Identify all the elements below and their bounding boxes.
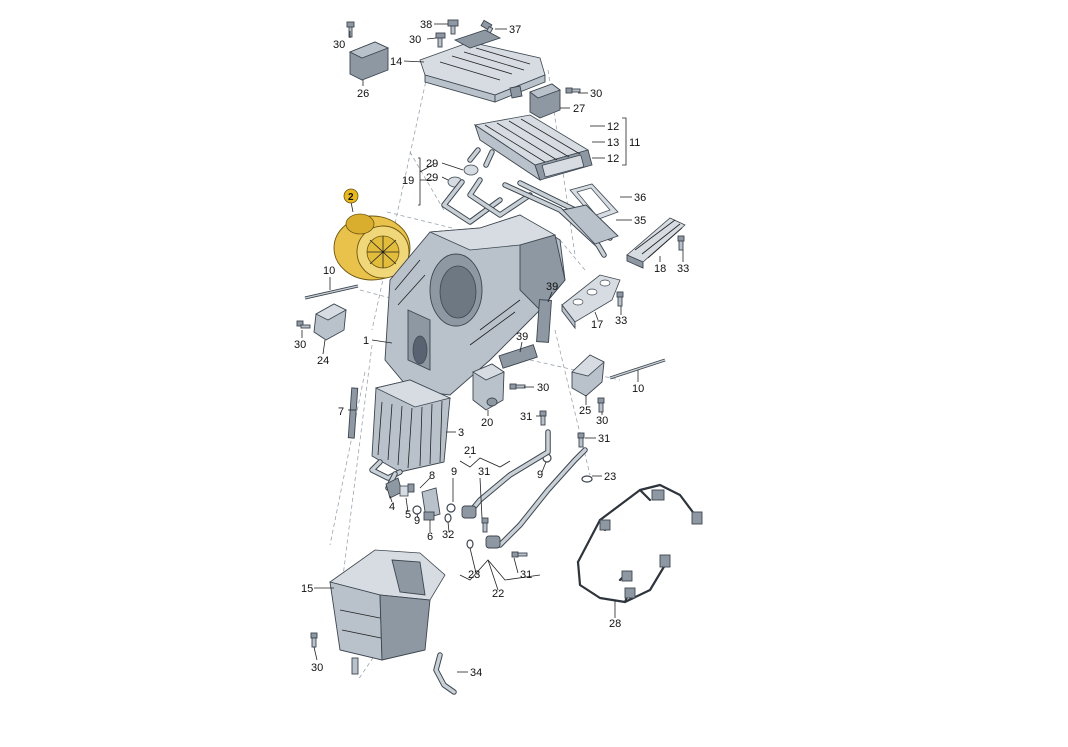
- label-10: 10: [323, 265, 335, 277]
- label-30: 30: [311, 662, 323, 674]
- evaporator-3: [369, 379, 452, 491]
- refrigerant-line-21: [461, 429, 551, 519]
- label-6: 6: [427, 531, 433, 543]
- label-19: 19: [402, 175, 414, 187]
- actuator-25: [571, 354, 605, 413]
- air-box-15: [310, 549, 446, 675]
- o-ring-9c-icon: [412, 505, 422, 515]
- seal-strip-7: [347, 387, 359, 439]
- seal-35: [562, 204, 619, 245]
- label-13: 13: [607, 137, 619, 149]
- screw-31d-icon: [511, 551, 528, 558]
- label-11: 11: [629, 137, 640, 149]
- label-12: 12: [607, 153, 619, 165]
- valve-6: [421, 487, 441, 521]
- label-9: 9: [537, 469, 543, 481]
- seal-strip-39a: [536, 299, 552, 343]
- label-30: 30: [590, 88, 602, 100]
- seal-strip-39b: [498, 344, 538, 369]
- duct-cover-14: [419, 29, 546, 103]
- label-31: 31: [520, 569, 532, 581]
- label-23: 23: [604, 471, 616, 483]
- label-28: 28: [609, 618, 621, 630]
- label-2: 2: [348, 192, 354, 203]
- label-3: 3: [458, 427, 464, 439]
- actuator-20: [472, 363, 526, 411]
- label-30: 30: [294, 339, 306, 351]
- label-30: 30: [596, 415, 608, 427]
- bolt-8-icon: [407, 483, 415, 493]
- label-38: 38: [420, 19, 432, 31]
- label-14: 14: [390, 56, 402, 68]
- screw-30-icon: [435, 32, 446, 48]
- actuator-27: [529, 83, 581, 119]
- screw-31a-icon: [539, 410, 547, 426]
- label-33: 33: [677, 263, 689, 275]
- label-39: 39: [516, 331, 528, 343]
- label-34: 34: [470, 667, 482, 679]
- label-37: 37: [509, 24, 521, 36]
- label-23: 23: [468, 569, 480, 581]
- label-30: 30: [537, 382, 549, 394]
- callout-labels: 38 37 30 30 14 26 30 27 12 13 12 11 29 2…: [294, 19, 689, 679]
- label-24: 24: [317, 355, 329, 367]
- label-30: 30: [409, 34, 421, 46]
- wiring-harness-28: [576, 483, 703, 604]
- gasket-5-icon: [399, 485, 409, 497]
- valve-block-17: [561, 274, 621, 330]
- label-21: 21: [464, 445, 476, 457]
- o-ring-23a-icon: [581, 475, 593, 483]
- label-27: 27: [573, 103, 585, 115]
- label-22: 22: [492, 588, 504, 600]
- screw-31c-icon: [481, 517, 489, 533]
- screw-33b-icon: [616, 291, 624, 307]
- label-32: 32: [442, 529, 454, 541]
- label-20: 20: [481, 417, 493, 429]
- refrigerant-line-22: [466, 447, 588, 549]
- actuator-24: [296, 303, 347, 341]
- label-18: 18: [654, 263, 666, 275]
- leader-lines: [301, 23, 684, 673]
- parts-artwork: [296, 19, 703, 695]
- label-33: 33: [615, 315, 627, 327]
- label-15: 15: [301, 583, 313, 595]
- o-ring-32-icon: [444, 513, 452, 523]
- label-1: 1: [363, 335, 369, 347]
- label-31: 31: [520, 411, 532, 423]
- label-9: 9: [451, 466, 457, 478]
- highlight-badge-2: [343, 188, 359, 204]
- o-ring-9a-icon: [446, 503, 456, 513]
- screw-33a-icon: [677, 235, 685, 251]
- filter-housing-18: [626, 217, 686, 269]
- label-31: 31: [598, 433, 610, 445]
- label-35: 35: [634, 215, 646, 227]
- label-5: 5: [405, 509, 411, 521]
- rod-10a: [304, 284, 359, 300]
- drain-hose-34: [433, 652, 457, 695]
- label-30: 30: [333, 39, 345, 51]
- label-29: 29: [426, 172, 438, 184]
- blower-motor-2-highlighted: [333, 213, 411, 281]
- label-12: 12: [607, 121, 619, 133]
- heater-core-11: [467, 114, 593, 182]
- label-8: 8: [429, 470, 435, 482]
- screw-38-icon: [447, 19, 459, 35]
- label-31: 31: [478, 466, 490, 478]
- label-9: 9: [414, 515, 420, 527]
- label-26: 26: [357, 88, 369, 100]
- screw-31b-icon: [577, 432, 585, 448]
- label-25: 25: [579, 405, 591, 417]
- main-housing-1: [384, 214, 566, 396]
- label-7: 7: [338, 406, 344, 418]
- label-39: 39: [546, 281, 558, 293]
- label-36: 36: [634, 192, 646, 204]
- label-4: 4: [389, 501, 395, 513]
- label-29: 29: [426, 158, 438, 170]
- label-17: 17: [591, 319, 603, 331]
- label-10: 10: [632, 383, 644, 395]
- control-unit-26: [346, 21, 390, 81]
- rod-10b: [609, 358, 666, 380]
- hose-clamp-29a-icon: [463, 164, 479, 176]
